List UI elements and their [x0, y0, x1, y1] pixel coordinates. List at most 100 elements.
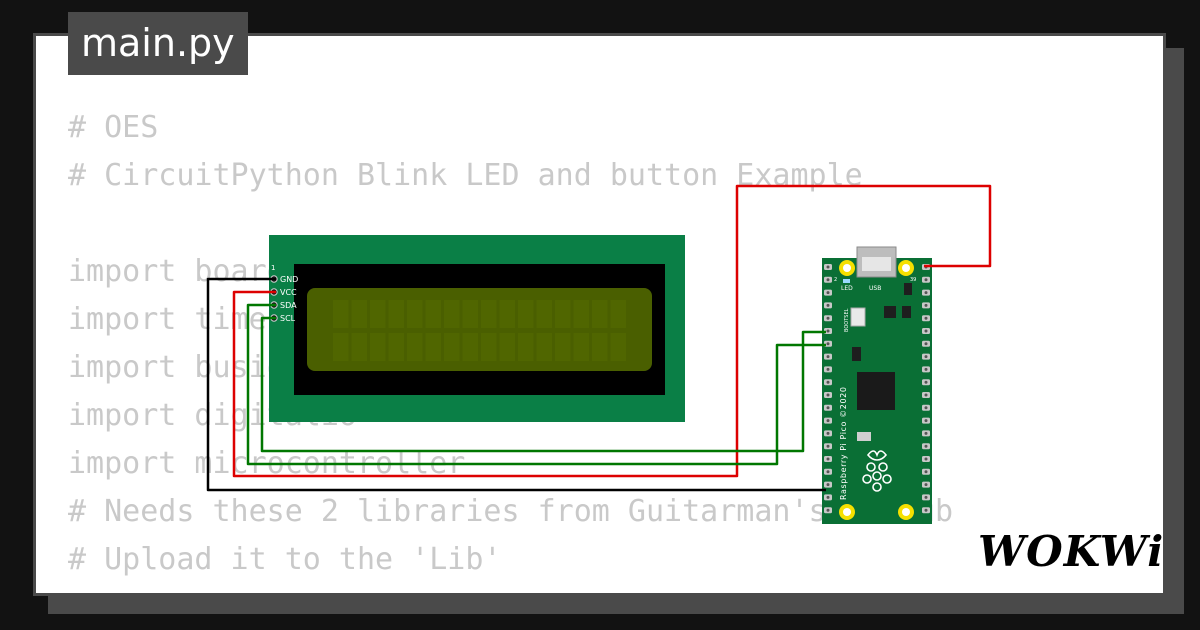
lcd-cell	[370, 333, 386, 361]
pin-pad-hole	[826, 380, 830, 384]
lcd-cell	[462, 333, 478, 361]
code-line: # Needs these 2 libraries from Guitarman…	[68, 494, 954, 529]
lcd-cell	[518, 333, 534, 361]
pin-pad-hole	[826, 431, 830, 435]
raspberry-pi-pico[interactable]: LED USB 2 39 BOOTSEL Raspberry Pi Pico ©…	[822, 246, 932, 524]
rp2040-chip	[857, 372, 895, 410]
led-label: LED	[841, 285, 853, 292]
pin-pad-hole	[826, 393, 830, 397]
pin-pad-hole	[826, 457, 830, 461]
lcd-cell	[499, 300, 515, 328]
lcd-cell	[351, 300, 367, 328]
pin-pad-hole	[924, 495, 928, 499]
lcd-pin1-label: 1	[271, 264, 275, 272]
lcd-cell	[592, 300, 608, 328]
pin-pad-hole	[924, 278, 928, 282]
wokwi-logo: WOKWi	[978, 527, 1165, 576]
pin-39-label: 39	[910, 277, 916, 283]
lcd-cell	[407, 333, 423, 361]
pin-pad-hole	[826, 278, 830, 282]
pin-pad-hole	[924, 444, 928, 448]
pin-pad-hole	[826, 483, 830, 487]
pin-2-label: 2	[834, 277, 837, 283]
raspberry-logo-icon	[862, 450, 892, 492]
component	[904, 283, 912, 295]
pin-pad-hole	[826, 495, 830, 499]
wire-sda[interactable]	[246, 303, 826, 466]
mount-hole	[902, 508, 910, 516]
lcd-cell	[444, 333, 460, 361]
lcd-cell	[481, 333, 497, 361]
pin-pad-hole	[924, 406, 928, 410]
pin-pad-hole	[924, 431, 928, 435]
lcd-cell	[555, 333, 571, 361]
pin-pad-hole	[924, 457, 928, 461]
lcd-cell	[573, 333, 589, 361]
wire-gnd[interactable]	[206, 277, 826, 492]
lcd-cell	[388, 333, 404, 361]
lcd-cell	[610, 300, 626, 328]
mount-hole	[902, 264, 910, 272]
lcd-cell	[388, 300, 404, 328]
usb-label: USB	[869, 285, 881, 292]
pin-pad-hole	[826, 406, 830, 410]
pin-pad-hole	[826, 355, 830, 359]
code-line: import time	[68, 302, 267, 337]
lcd-cell	[425, 300, 441, 328]
bootsel-label: BOOTSEL	[844, 308, 850, 332]
pin-pad-hole	[924, 329, 928, 333]
pin-pad-hole	[826, 265, 830, 269]
lcd-cell	[333, 333, 349, 361]
lcd-cell	[592, 333, 608, 361]
pin-pad-hole	[924, 303, 928, 307]
pin-pad-hole	[924, 470, 928, 474]
pin-pad-hole	[924, 291, 928, 295]
pin-pad-hole	[924, 342, 928, 346]
lcd-cell	[351, 333, 367, 361]
bootsel-button[interactable]	[850, 307, 866, 327]
component	[884, 306, 896, 318]
lcd-pin-label: SDA	[280, 301, 297, 310]
lcd-pin-label: VCC	[280, 288, 297, 297]
lcd-cell	[444, 300, 460, 328]
lcd-cell	[573, 300, 589, 328]
lcd-cell	[610, 333, 626, 361]
pin-pad-hole	[826, 367, 830, 371]
lcd-cell	[518, 300, 534, 328]
pin-pad-hole	[826, 316, 830, 320]
usb-connector-port	[862, 257, 891, 271]
pin-pad-hole	[924, 419, 928, 423]
pin-pad-hole	[826, 508, 830, 512]
lcd-cell	[555, 300, 571, 328]
pin-pad-hole	[826, 342, 830, 346]
component	[902, 306, 911, 318]
lcd-cell	[536, 333, 552, 361]
pin-pad-hole	[924, 508, 928, 512]
code-line: # OES	[68, 110, 159, 145]
lcd-cell	[333, 300, 349, 328]
mount-hole	[843, 508, 851, 516]
pin-pad-hole	[826, 291, 830, 295]
pin-pad-hole	[924, 355, 928, 359]
pin-pad-hole	[924, 380, 928, 384]
pin-pad-hole	[924, 316, 928, 320]
wire-vcc[interactable]	[232, 184, 992, 478]
component	[852, 347, 861, 361]
lcd-cell	[370, 300, 386, 328]
lcd-cell	[407, 300, 423, 328]
lcd-module[interactable]: 1 GND VCC SDA SCL	[269, 235, 685, 422]
led-indicator	[843, 279, 850, 283]
lcd-cell	[425, 333, 441, 361]
pin-pad-hole	[826, 303, 830, 307]
lcd-cell	[499, 333, 515, 361]
pin-pad-hole	[826, 444, 830, 448]
wire-scl[interactable]	[260, 316, 826, 453]
file-tab[interactable]: main.py	[68, 12, 248, 75]
mount-hole	[843, 264, 851, 272]
pico-pin-pads	[824, 264, 930, 514]
lcd-pin-label: SCL	[280, 314, 296, 323]
lcd-pin-label: GND	[280, 275, 298, 284]
pin-pad-hole	[924, 367, 928, 371]
lcd-character-grid	[333, 300, 626, 361]
